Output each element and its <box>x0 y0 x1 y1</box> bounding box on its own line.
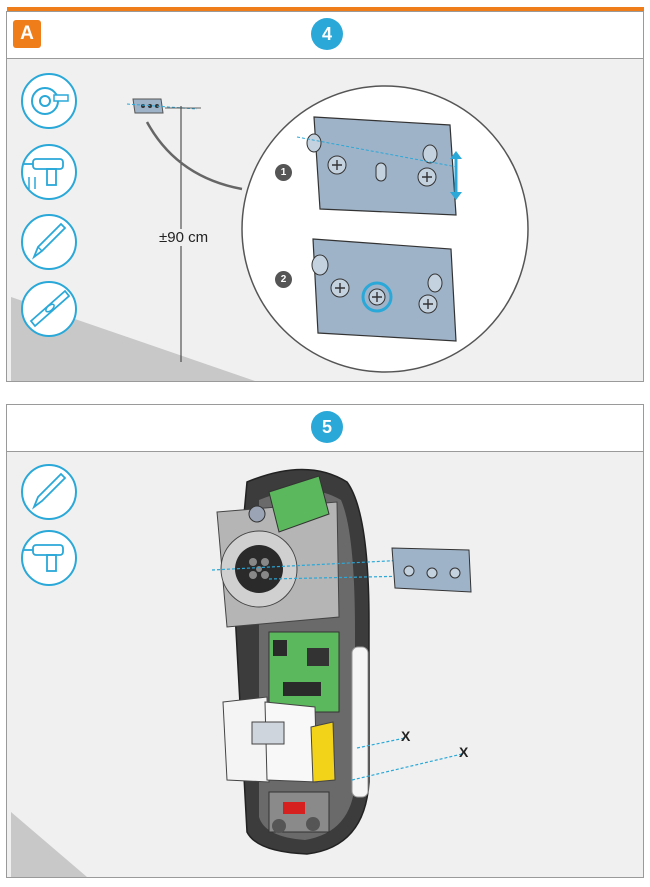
top-connector <box>248 505 266 523</box>
step-4-illustration: ±90 cm 1 2 <box>7 59 643 381</box>
top-pcb <box>268 475 330 533</box>
step-5-header: 5 <box>7 405 643 452</box>
drill-icon <box>21 530 77 586</box>
step-4-drawing <box>11 73 529 381</box>
cable-entry <box>268 791 330 833</box>
main-pcb <box>268 631 340 713</box>
detail-step-1-dot: 1 <box>275 164 292 181</box>
pencil-icon <box>21 464 77 520</box>
tape-measure-icon <box>21 73 77 129</box>
pencil-icon <box>21 214 77 270</box>
bracket-plate-step-1 <box>296 116 462 216</box>
circuit-breaker-block <box>222 696 336 783</box>
drill-mark-x-2: X <box>459 744 469 760</box>
top-accent-rule <box>7 7 644 11</box>
height-measurement-label: ±90 cm <box>157 229 211 246</box>
wall-bracket-plate <box>391 547 472 593</box>
floor-wedge <box>11 812 87 877</box>
detail-step-2-dot: 2 <box>275 271 292 288</box>
step-5-drawing <box>11 464 472 877</box>
bracket-plate-step-2 <box>311 238 457 342</box>
drill-mark-x-1: X <box>401 728 411 744</box>
socket-module <box>216 501 340 628</box>
step-4-panel: A 4 <box>6 11 644 382</box>
drill-icon <box>21 144 77 200</box>
step-number-badge: 4 <box>311 18 343 50</box>
spirit-level-icon <box>21 281 77 337</box>
step-number-badge: 5 <box>311 411 343 443</box>
section-badge: A <box>13 20 41 48</box>
step-4-header: A 4 <box>7 12 643 59</box>
step-5-panel: 5 <box>6 404 644 878</box>
step-5-illustration: X X <box>7 452 643 877</box>
